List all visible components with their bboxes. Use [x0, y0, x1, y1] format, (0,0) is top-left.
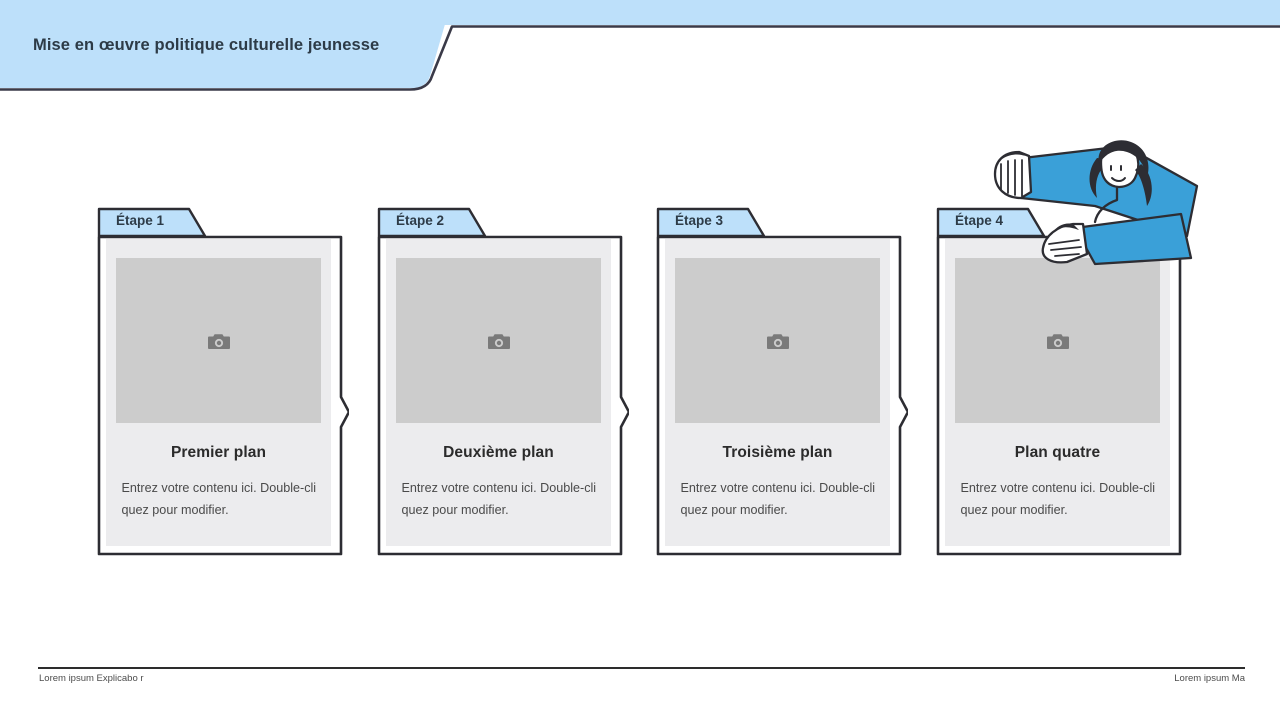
card-title-4: Plan quatre [1014, 444, 1101, 461]
card-text-4[interactable]: Entrez votre contenu ici. Double-cliquez… [960, 481, 1156, 517]
card-title-2: Deuxième plan [443, 444, 554, 461]
image-placeholder-4[interactable] [955, 258, 1160, 423]
step-tab-label-1: Étape 1 [116, 213, 165, 228]
camera-icon [766, 333, 789, 349]
card-title-3: Troisième plan [722, 444, 833, 461]
step-card-1[interactable]: Étape 1 Premier plan Entrez votre conten… [97, 207, 351, 556]
woman-illustration [975, 140, 1205, 275]
footer-left-text: Lorem ipsum Explicabo r [39, 673, 144, 684]
page-title: Mise en œuvre politique culturelle jeune… [33, 36, 380, 54]
card-text-3[interactable]: Entrez votre contenu ici. Double-cliquez… [680, 481, 876, 517]
card-content-4: Plan quatre Entrez votre contenu ici. Do… [945, 239, 1170, 546]
card-content-1: Premier plan Entrez votre contenu ici. D… [106, 239, 331, 546]
card-content-2: Deuxième plan Entrez votre contenu ici. … [386, 239, 611, 546]
image-placeholder-1[interactable] [116, 258, 321, 423]
footer-divider [38, 667, 1245, 669]
step-card-3[interactable]: Étape 3 Troisième plan Entrez votre cont… [656, 207, 910, 556]
camera-icon [207, 333, 230, 349]
image-placeholder-2[interactable] [396, 258, 601, 423]
card-title-1: Premier plan [170, 444, 267, 461]
step-tab-label-4: Étape 4 [955, 213, 1004, 228]
card-text-1[interactable]: Entrez votre contenu ici. Double-cliquez… [121, 481, 317, 517]
card-text-2[interactable]: Entrez votre contenu ici. Double-cliquez… [401, 481, 597, 517]
camera-icon [1046, 333, 1069, 349]
image-placeholder-3[interactable] [675, 258, 880, 423]
card-content-3: Troisième plan Entrez votre contenu ici.… [665, 239, 890, 546]
step-tab-label-3: Étape 3 [675, 213, 724, 228]
footer-right-text: Lorem ipsum Ma [1174, 673, 1245, 684]
step-tab-label-2: Étape 2 [396, 213, 445, 228]
step-card-2[interactable]: Étape 2 Deuxième plan Entrez votre conte… [377, 207, 631, 556]
step-card-4[interactable]: Étape 4 Plan quatre Entrez votre contenu… [936, 207, 1182, 556]
camera-icon [487, 333, 510, 349]
